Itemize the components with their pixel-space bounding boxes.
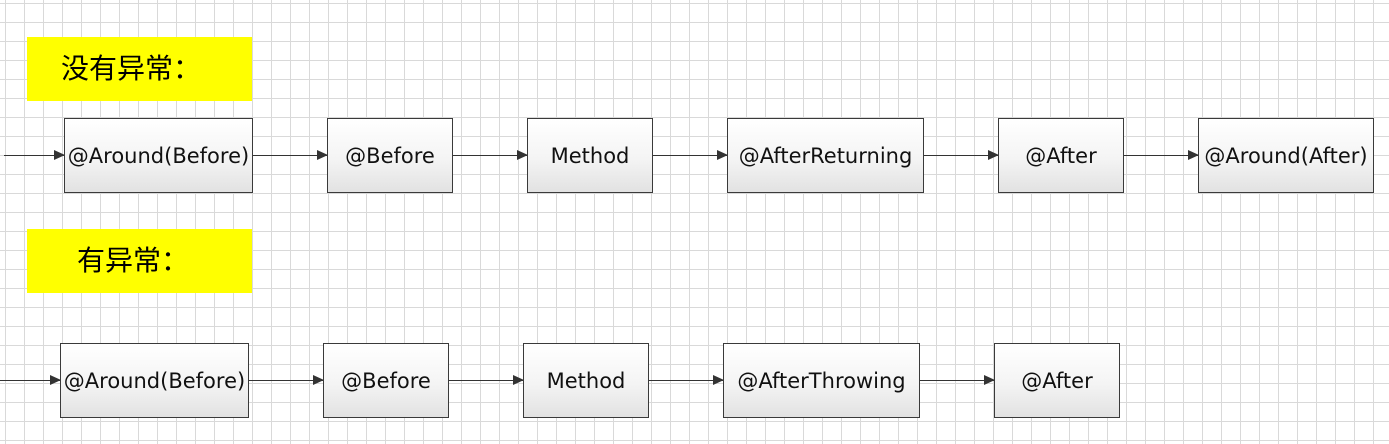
arrow-exception-2 xyxy=(449,375,524,385)
with-exception-label-text: 有异常： xyxy=(77,244,190,277)
node-after-returning: @AfterReturning xyxy=(727,118,924,193)
arrow-normal-1 xyxy=(253,150,328,160)
arrow-exception-3 xyxy=(649,375,724,385)
node-around-after: @Around(After) xyxy=(1198,118,1374,193)
arrow-exception-4 xyxy=(920,375,995,385)
node-label: @After xyxy=(1025,143,1097,168)
arrow-normal-5 xyxy=(1124,150,1199,160)
node-before: @Before xyxy=(327,118,453,193)
node-label: @After xyxy=(1021,368,1093,393)
node-label: @AfterReturning xyxy=(738,143,913,168)
arrow-normal-2 xyxy=(453,150,528,160)
node-label: Method xyxy=(546,368,626,393)
node-label: @Before xyxy=(341,368,431,393)
node-label: @Around(Before) xyxy=(63,368,246,393)
arrow-normal-4 xyxy=(924,150,999,160)
node-around-before: @Around(Before) xyxy=(64,118,253,193)
entry-arrow-exception xyxy=(0,375,61,385)
node-after: @After xyxy=(994,343,1120,418)
node-method: Method xyxy=(527,118,653,193)
node-after-throwing: @AfterThrowing xyxy=(723,343,920,418)
arrow-exception-1 xyxy=(249,375,324,385)
node-label: @Before xyxy=(345,143,435,168)
with-exception-label: 有异常： xyxy=(27,229,252,293)
node-label: @Around(Before) xyxy=(67,143,250,168)
no-exception-label: 没有异常： xyxy=(27,37,252,101)
node-around-before: @Around(Before) xyxy=(60,343,249,418)
node-label: @AfterThrowing xyxy=(737,368,906,393)
node-before: @Before xyxy=(323,343,449,418)
node-after: @After xyxy=(998,118,1124,193)
node-label: Method xyxy=(550,143,630,168)
no-exception-label-text: 没有异常： xyxy=(61,52,202,85)
node-label: @Around(After) xyxy=(1204,143,1368,168)
arrow-normal-3 xyxy=(653,150,728,160)
node-method: Method xyxy=(523,343,649,418)
entry-arrow-normal xyxy=(4,150,65,160)
